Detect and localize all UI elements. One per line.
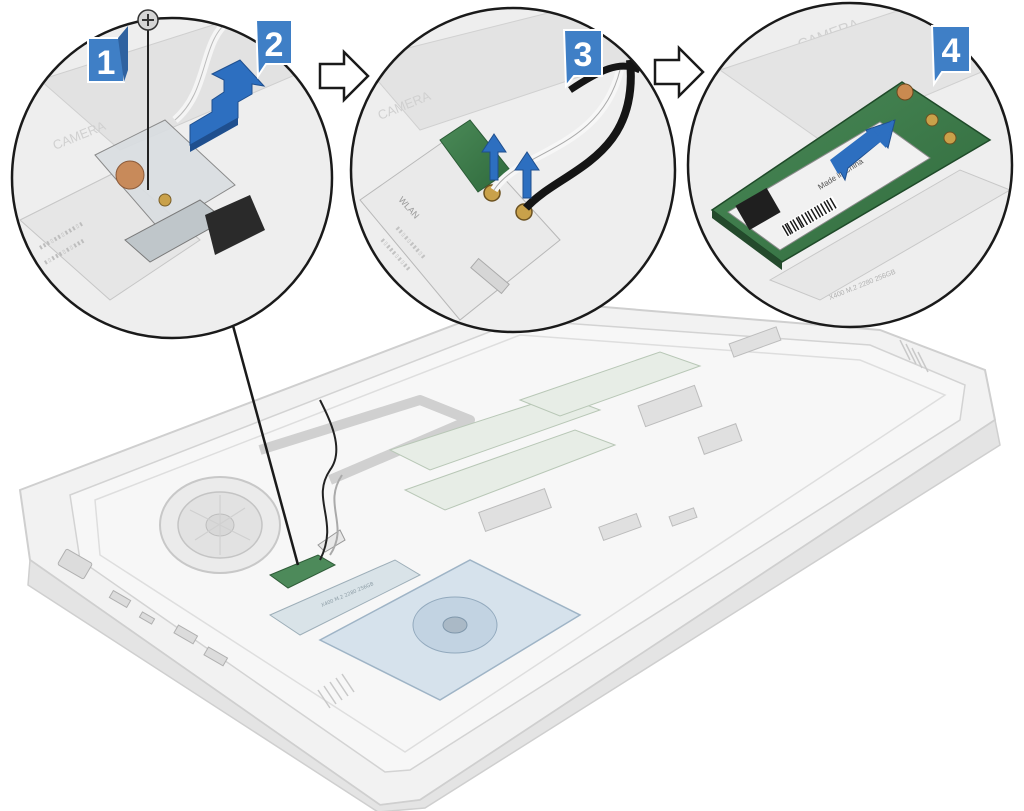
cooling-fan xyxy=(159,476,281,574)
step-badge-3: 3 xyxy=(562,29,603,89)
disconnect-arrow-icon xyxy=(481,133,540,199)
screw-icon xyxy=(137,9,159,190)
memory-modules xyxy=(388,351,702,511)
board-details xyxy=(478,326,782,542)
step-badge-1: 1 xyxy=(87,26,128,83)
zoom-view-step-4: CAMERA Made in China X400 M.2 2280 256GB xyxy=(686,1,1014,329)
barcode xyxy=(780,195,840,238)
antenna-cables xyxy=(319,399,338,561)
laptop-base: X400 M.2 2280 256GB xyxy=(18,298,1001,811)
slide-out-arrow-icon xyxy=(830,119,896,182)
step-badge-4: 4 xyxy=(930,25,971,88)
qr-code xyxy=(735,187,781,231)
hard-drive xyxy=(318,559,582,701)
flow-arrow-2-icon xyxy=(653,44,705,100)
vents xyxy=(317,339,929,709)
side-ports xyxy=(57,548,229,667)
lift-arrow-icon xyxy=(189,59,266,152)
step-number-3: 3 xyxy=(574,36,593,74)
callout-leader-line xyxy=(230,321,300,566)
step-number-4: 4 xyxy=(942,32,961,70)
step-number-1: 1 xyxy=(97,44,116,82)
step-badge-2: 2 xyxy=(254,19,293,80)
laptop-front-edge xyxy=(27,418,1001,811)
zoom-view-step-3: CAMERA WLAN ▮▯▮▮▮▯▮▯▮▮ ▮▮▯▮▯▮▮▮▯▮ xyxy=(349,6,677,334)
flow-arrow-1-icon xyxy=(318,48,370,104)
step-number-2: 2 xyxy=(265,26,284,64)
